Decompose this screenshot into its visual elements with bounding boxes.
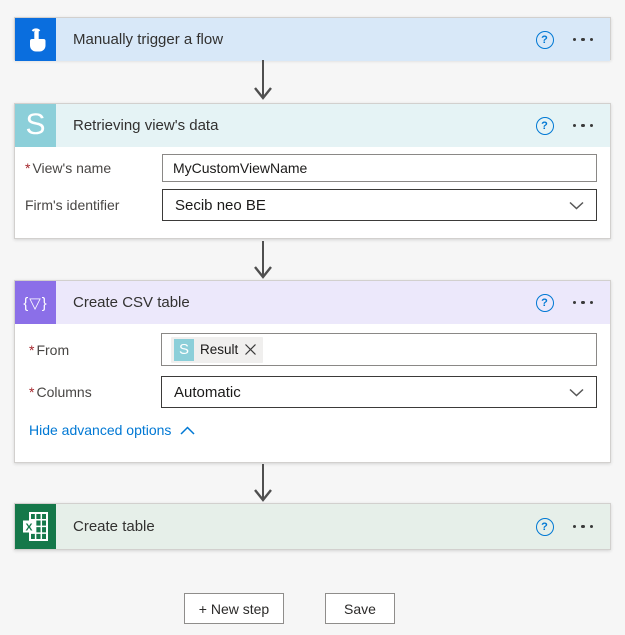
advanced-link-label: Hide advanced options bbox=[29, 422, 172, 438]
ellipsis-menu-icon[interactable] bbox=[571, 120, 596, 132]
remove-token-icon[interactable] bbox=[244, 343, 257, 356]
step-header[interactable]: S Retrieving view's data ? bbox=[15, 104, 610, 147]
step-card-create-table[interactable]: X Create table ? bbox=[14, 503, 611, 550]
help-glyph: ? bbox=[541, 33, 548, 46]
step-card-retrieving-views-data: S Retrieving view's data ? *View's name … bbox=[14, 103, 611, 239]
field-label: *From bbox=[29, 341, 70, 358]
help-icon[interactable]: ? bbox=[535, 116, 554, 135]
help-glyph: ? bbox=[541, 296, 548, 309]
step-card-manual-trigger[interactable]: Manually trigger a flow ? bbox=[14, 17, 611, 61]
token-label: Result bbox=[200, 342, 239, 357]
field-row-columns: *Columns Automatic bbox=[15, 376, 610, 408]
dynamic-content-token[interactable]: S Result bbox=[171, 336, 264, 363]
step-card-create-csv-table: {▽} Create CSV table ? *From S Result *C… bbox=[14, 280, 611, 463]
help-glyph: ? bbox=[541, 119, 548, 132]
field-label: Firm's identifier bbox=[25, 197, 120, 213]
help-icon[interactable]: ? bbox=[535, 30, 554, 49]
new-step-label: + New step bbox=[198, 600, 270, 617]
views-name-input[interactable] bbox=[162, 154, 597, 182]
step-title: Create CSV table bbox=[73, 294, 190, 311]
flow-arrow bbox=[254, 60, 272, 100]
columns-dropdown[interactable]: Automatic bbox=[161, 376, 597, 408]
dropdown-value: Automatic bbox=[174, 383, 241, 401]
help-glyph: ? bbox=[541, 520, 548, 533]
dropdown-value: Secib neo BE bbox=[175, 196, 266, 214]
secib-connector-icon: S bbox=[15, 104, 56, 147]
csv-glyph: {▽} bbox=[23, 294, 48, 312]
new-step-button[interactable]: + New step bbox=[184, 593, 284, 624]
step-title: Retrieving view's data bbox=[73, 117, 219, 134]
flow-arrow bbox=[254, 464, 272, 502]
ellipsis-menu-icon[interactable] bbox=[571, 297, 596, 309]
field-label: *View's name bbox=[25, 160, 112, 176]
firm-identifier-dropdown[interactable]: Secib neo BE bbox=[162, 189, 597, 221]
chevron-down-icon bbox=[569, 384, 584, 401]
from-input[interactable]: S Result bbox=[161, 333, 597, 366]
required-marker: * bbox=[25, 160, 31, 176]
excel-icon: X bbox=[15, 504, 56, 549]
field-row-views-name: *View's name bbox=[15, 154, 610, 182]
step-header[interactable]: {▽} Create CSV table ? bbox=[15, 281, 610, 324]
field-label: *Columns bbox=[29, 384, 92, 400]
token-connector-icon: S bbox=[174, 338, 194, 361]
help-icon[interactable]: ? bbox=[535, 293, 554, 312]
ellipsis-menu-icon[interactable] bbox=[571, 521, 596, 533]
help-icon[interactable]: ? bbox=[535, 517, 554, 536]
save-button[interactable]: Save bbox=[325, 593, 395, 624]
chevron-up-icon bbox=[180, 422, 195, 438]
svg-text:X: X bbox=[25, 521, 32, 533]
step-title: Manually trigger a flow bbox=[73, 31, 224, 48]
manual-trigger-icon bbox=[15, 18, 56, 61]
flow-arrow bbox=[254, 241, 272, 279]
required-marker: * bbox=[29, 341, 35, 358]
field-row-firm-identifier: Firm's identifier Secib neo BE bbox=[15, 189, 610, 221]
required-marker: * bbox=[29, 384, 35, 400]
data-operation-icon: {▽} bbox=[15, 281, 56, 324]
step-title: Create table bbox=[73, 518, 155, 535]
save-label: Save bbox=[344, 600, 376, 617]
ellipsis-menu-icon[interactable] bbox=[571, 34, 596, 46]
hide-advanced-options-link[interactable]: Hide advanced options bbox=[29, 422, 195, 438]
connector-letter: S bbox=[25, 107, 46, 141]
field-row-from: *From S Result bbox=[15, 333, 610, 366]
chevron-down-icon bbox=[569, 197, 584, 214]
